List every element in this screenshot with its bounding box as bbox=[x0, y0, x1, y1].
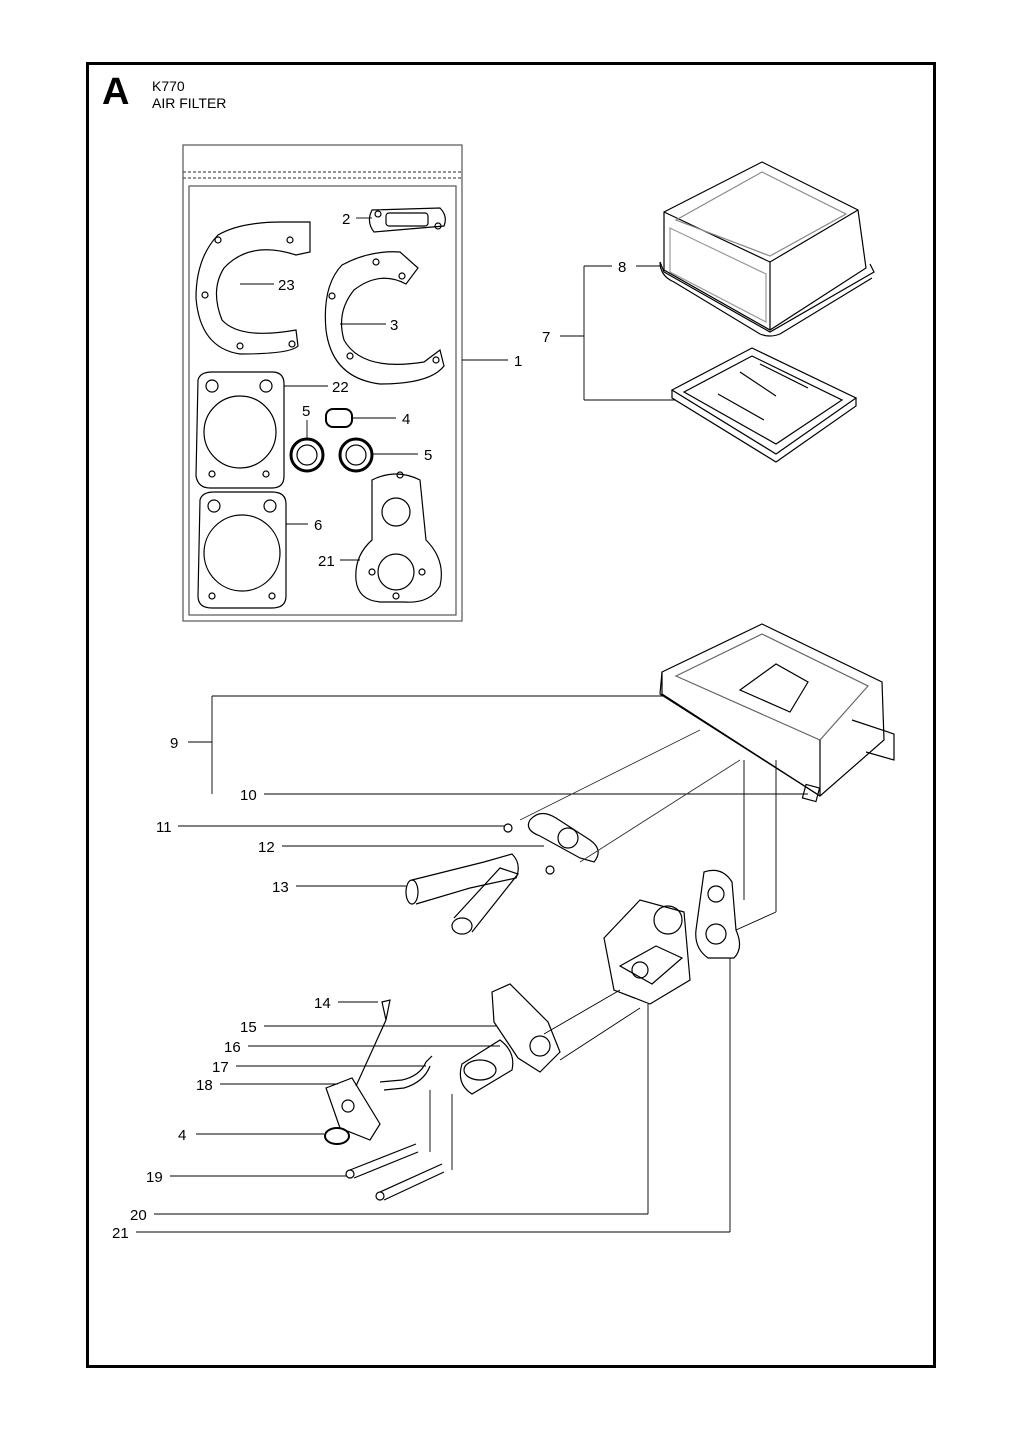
callout-4-lower: 4 bbox=[178, 1127, 186, 1144]
gasket-part-4-lower bbox=[324, 1127, 350, 1145]
callout-8: 8 bbox=[618, 259, 626, 276]
callout-18: 18 bbox=[196, 1077, 213, 1094]
intake-boot-part-16 bbox=[459, 1039, 514, 1095]
model-label: K770 bbox=[152, 78, 185, 94]
flange-part-12 bbox=[527, 812, 599, 863]
page-frame bbox=[86, 62, 936, 1368]
callout-21: 21 bbox=[112, 1225, 129, 1242]
screw-part-14 bbox=[355, 999, 391, 1087]
callout-19: 19 bbox=[146, 1169, 163, 1186]
callout-6: 6 bbox=[314, 517, 322, 534]
intake-tubes-part-13 bbox=[405, 853, 520, 935]
callout-labels: 2 23 3 1 22 5 4 5 6 21 8 7 9 10 11 12 13… bbox=[112, 211, 626, 1242]
carburetor-part-20 bbox=[603, 899, 691, 1005]
callout-17: 17 bbox=[212, 1059, 229, 1076]
cover-part-18 bbox=[325, 1077, 381, 1141]
adapter-part-15 bbox=[491, 983, 561, 1073]
seal-part-5-a bbox=[289, 437, 325, 473]
clip-part-10 bbox=[801, 783, 821, 803]
callout-13: 13 bbox=[272, 879, 289, 896]
leader-lines bbox=[136, 217, 808, 1233]
section-letter: A bbox=[102, 71, 130, 113]
callout-15: 15 bbox=[240, 1019, 257, 1036]
air-filter-part-8 bbox=[659, 161, 875, 337]
gasket-kit-bag bbox=[182, 144, 463, 622]
gasket-part-6 bbox=[197, 491, 287, 609]
callout-20: 20 bbox=[130, 1207, 147, 1224]
seal-part-5-b bbox=[338, 437, 374, 473]
callout-4: 4 bbox=[402, 411, 410, 428]
hose-part-17 bbox=[379, 1055, 433, 1091]
callout-9: 9 bbox=[170, 735, 178, 752]
gasket-part-22 bbox=[195, 371, 285, 489]
gasket-part-4 bbox=[325, 408, 353, 428]
callout-2: 2 bbox=[342, 211, 350, 228]
callout-21-kit: 21 bbox=[318, 553, 335, 570]
callout-7: 7 bbox=[542, 329, 550, 346]
callout-22: 22 bbox=[332, 379, 349, 396]
prefilter-part-7 bbox=[670, 347, 858, 463]
gasket-part-23 bbox=[195, 221, 311, 355]
callout-16: 16 bbox=[224, 1039, 241, 1056]
page-title: AIR FILTER bbox=[152, 95, 227, 111]
gasket-part-3 bbox=[324, 251, 445, 385]
bolts-part-19 bbox=[345, 1143, 445, 1201]
filter-base-part-9 bbox=[659, 623, 895, 797]
gasket-part-21 bbox=[695, 869, 741, 959]
gasket-part-21-kit bbox=[355, 471, 442, 603]
callout-1: 1 bbox=[514, 353, 522, 370]
callout-11: 11 bbox=[156, 819, 172, 836]
screw-part-11 bbox=[503, 823, 555, 875]
callout-5a: 5 bbox=[302, 403, 310, 420]
callout-14: 14 bbox=[314, 995, 331, 1012]
callout-5b: 5 bbox=[424, 447, 432, 464]
callout-12: 12 bbox=[258, 839, 275, 856]
gasket-part-2 bbox=[368, 207, 446, 233]
callout-23: 23 bbox=[278, 277, 295, 294]
callout-10: 10 bbox=[240, 787, 257, 804]
callout-3: 3 bbox=[390, 317, 398, 334]
